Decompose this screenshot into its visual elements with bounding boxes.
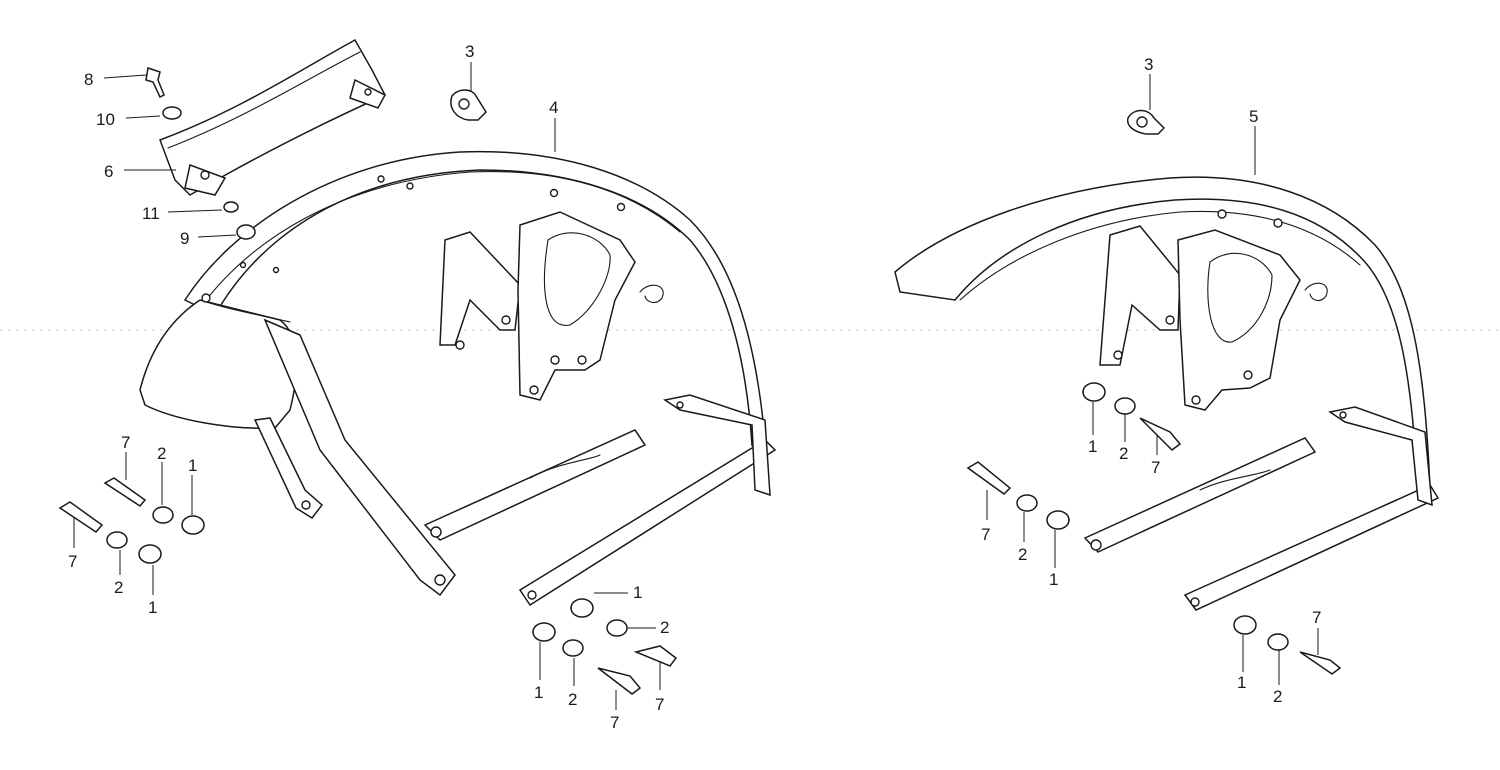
callout-2: 2 — [1119, 444, 1128, 463]
callout-5: 5 — [1249, 107, 1258, 126]
grab-rail-part — [159, 38, 387, 196]
callout-7: 7 — [655, 695, 664, 714]
callout-2: 2 — [568, 690, 577, 709]
callout-7: 7 — [610, 713, 619, 732]
callout-2: 2 — [157, 444, 166, 463]
callout-4: 4 — [549, 98, 558, 117]
callout-2: 2 — [1018, 545, 1027, 564]
callout-7: 7 — [1151, 458, 1160, 477]
callout-3: 3 — [1144, 55, 1153, 74]
small-parts-left — [58, 67, 678, 695]
callout-2: 2 — [660, 618, 669, 637]
leader-lines-left — [73, 62, 661, 710]
callout-1: 1 — [148, 598, 157, 617]
callout-1: 1 — [188, 456, 197, 475]
callout-2: 2 — [114, 578, 123, 597]
callout-labels-left: 8 10 6 11 9 3 4 7 2 1 7 2 1 1 2 1 2 7 7 — [68, 42, 669, 732]
rear-fender-body — [139, 150, 777, 607]
callout-1: 1 — [1237, 673, 1246, 692]
callout-7: 7 — [1312, 608, 1321, 627]
callout-1: 1 — [633, 583, 642, 602]
small-parts-right — [966, 109, 1342, 675]
callout-1: 1 — [534, 683, 543, 702]
callout-labels-right: 3 5 1 2 7 7 2 1 7 1 2 — [981, 55, 1321, 706]
callout-1: 1 — [1088, 437, 1097, 456]
rear-fender-assembly: 8 10 6 11 9 3 4 7 2 1 7 2 1 1 2 1 2 7 7 — [58, 38, 777, 732]
callout-8: 8 — [84, 70, 93, 89]
callout-6: 6 — [104, 162, 113, 181]
front-fender-body — [894, 176, 1440, 611]
callout-7: 7 — [981, 525, 990, 544]
callout-9: 9 — [180, 229, 189, 248]
leader-lines-right — [986, 74, 1319, 685]
callout-11: 11 — [142, 204, 160, 223]
callout-7: 7 — [68, 552, 77, 571]
callout-10: 10 — [96, 110, 115, 129]
front-fender-assembly: 3 5 1 2 7 7 2 1 7 1 2 — [894, 55, 1440, 706]
callout-2: 2 — [1273, 687, 1282, 706]
callout-1: 1 — [1049, 570, 1058, 589]
callout-3: 3 — [465, 42, 474, 61]
callout-7: 7 — [121, 433, 130, 452]
